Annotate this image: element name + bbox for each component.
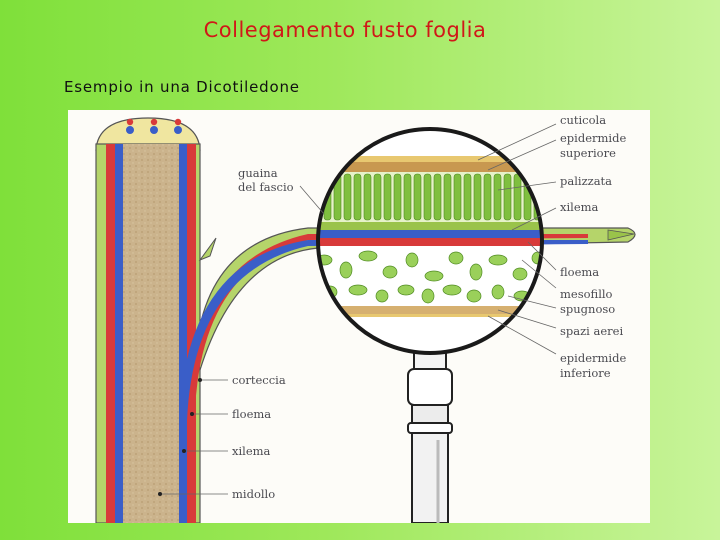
label-upper-epidermis-1: epidermide bbox=[560, 131, 626, 145]
slide-title: Collegamento fusto foglia bbox=[0, 18, 690, 42]
label-spongy-1: mesofillo bbox=[560, 287, 613, 301]
label-palisade: palizzata bbox=[560, 174, 612, 188]
label-sheath-2: del fascio bbox=[238, 180, 294, 194]
label-pith: midollo bbox=[232, 487, 275, 501]
label-upper-epidermis-2: superiore bbox=[560, 146, 616, 160]
stem bbox=[96, 118, 200, 523]
label-cuticle: cuticola bbox=[560, 113, 606, 127]
label-stem-xylem: xilema bbox=[232, 444, 271, 458]
label-leaf-xylem: xilema bbox=[560, 200, 599, 214]
label-lower-epidermis-2: inferiore bbox=[560, 366, 611, 380]
label-stem-phloem: floema bbox=[232, 407, 271, 421]
label-cortex: corteccia bbox=[232, 373, 286, 387]
magnifier-handle bbox=[408, 353, 452, 523]
label-sheath-1: guaina bbox=[238, 166, 278, 180]
label-spongy-2: spugnoso bbox=[560, 302, 615, 316]
slide-subtitle: Esempio in una Dicotiledone bbox=[64, 78, 300, 96]
label-leaf-phloem: floema bbox=[560, 265, 599, 279]
label-lower-epidermis-1: epidermide bbox=[560, 351, 626, 365]
stem-leaf-diagram: guaina del fascio cuticola epidermide su… bbox=[68, 110, 650, 523]
label-air-spaces: spazi aerei bbox=[560, 324, 623, 338]
